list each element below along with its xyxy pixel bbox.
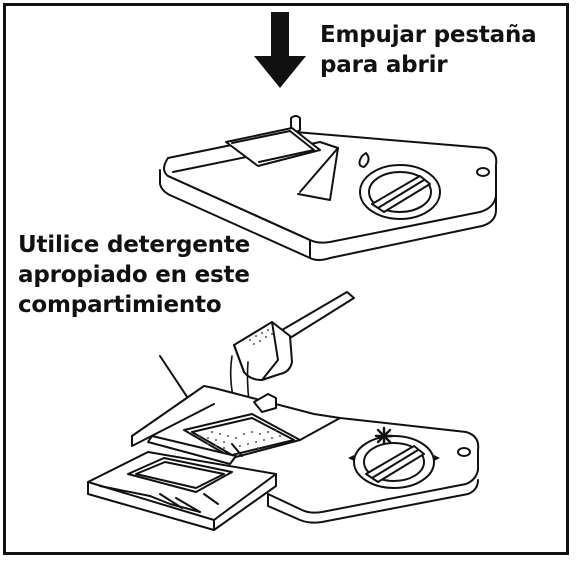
push-tab-label-line-2: para abrir [320, 52, 448, 78]
arrow-down-icon [254, 12, 306, 88]
detergent-label-line-2: apropiado en este [18, 262, 250, 288]
push-tab-label: Empujar pestaña para abrir [320, 20, 537, 80]
closed-dispenser [159, 115, 498, 261]
detergent-scoop [233, 291, 355, 381]
push-tab-label-line-1: Empujar pestaña [320, 22, 537, 48]
detergent-label: Utilice detergente apropiado en este com… [18, 230, 250, 320]
detergent-label-line-1: Utilice detergente [18, 232, 250, 258]
open-dispenser [87, 385, 480, 531]
detergent-label-line-3: compartimiento [18, 292, 222, 318]
asterisk-icon [374, 426, 394, 446]
